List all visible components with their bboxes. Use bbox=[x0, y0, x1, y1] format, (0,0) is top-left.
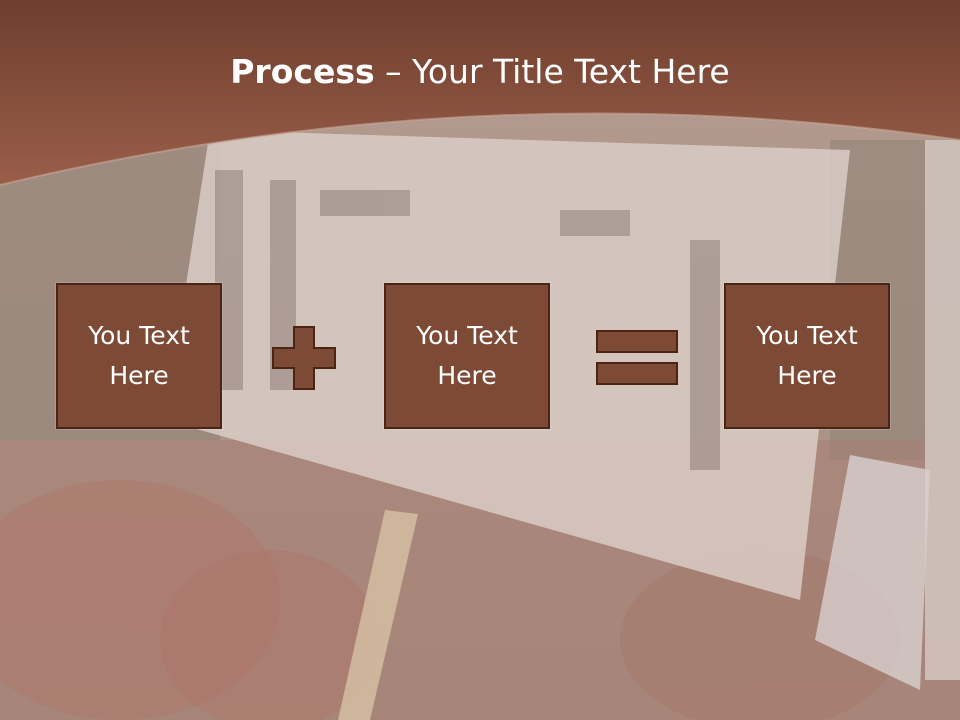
process-box-2[interactable]: You Text Here bbox=[384, 283, 550, 429]
process-box-3[interactable]: You Text Here bbox=[724, 283, 890, 429]
plus-icon bbox=[272, 326, 336, 390]
slide-title: Process – Your Title Text Here bbox=[0, 52, 960, 91]
equals-icon bbox=[596, 330, 678, 385]
title-separator: – bbox=[374, 52, 413, 91]
process-box-1[interactable]: You Text Here bbox=[56, 283, 222, 429]
process-box-1-text: You Text Here bbox=[88, 321, 190, 390]
title-text: Your Title Text Here bbox=[412, 52, 730, 91]
process-box-3-text: You Text Here bbox=[756, 321, 858, 390]
process-box-2-text: You Text Here bbox=[416, 321, 518, 390]
title-bold: Process bbox=[230, 52, 375, 91]
